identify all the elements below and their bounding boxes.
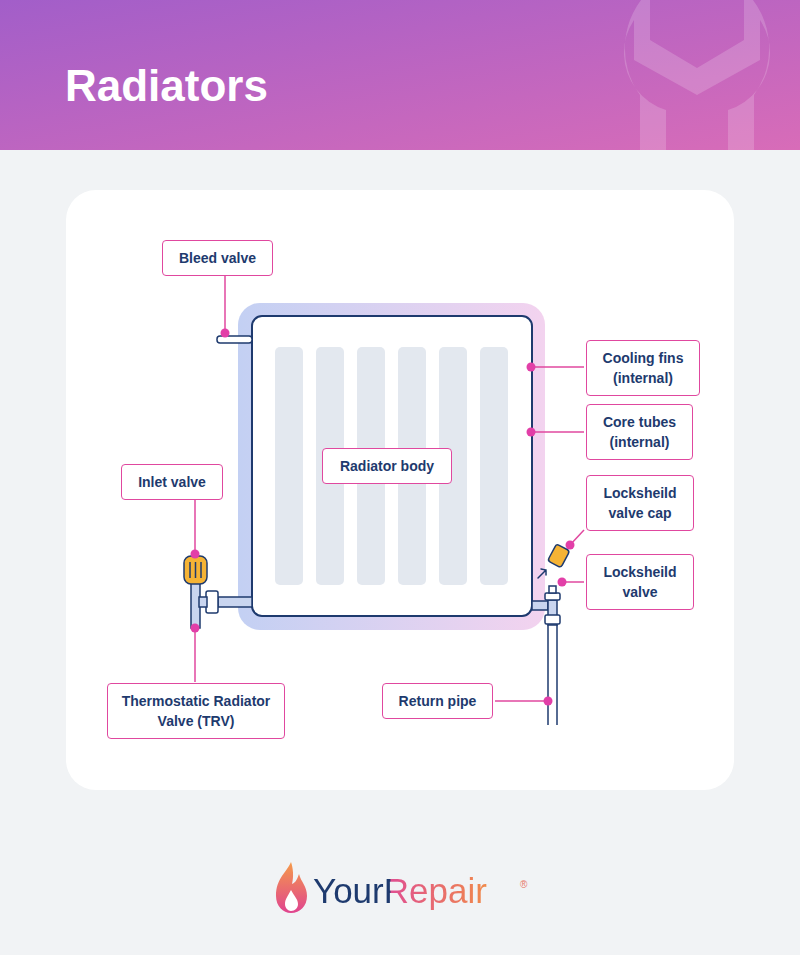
logo-wordmark: YourRepair — [313, 870, 487, 912]
logo-flame — [276, 862, 307, 913]
radiator-halo — [238, 303, 545, 630]
inlet-valve-assembly — [184, 556, 252, 628]
content-card — [66, 190, 734, 790]
page-title: Radiators — [65, 62, 268, 110]
callout-label: Radiator body — [331, 456, 443, 476]
radiator-body — [252, 316, 532, 616]
callout-box: Locksheild valve cap — [586, 475, 694, 532]
logo-flame-core — [285, 890, 298, 911]
callout-label: Cooling fins (internal) — [595, 348, 691, 389]
callout-label: Core tubes (internal) — [595, 412, 684, 453]
callout-box: Return pipe — [382, 683, 493, 719]
callout-label: Return pipe — [391, 691, 484, 711]
callout-box: Bleed valve — [162, 240, 273, 276]
callout-box: Cooling fins (internal) — [586, 340, 700, 397]
core-tubes — [275, 347, 508, 585]
callout-box: Core tubes (internal) — [586, 404, 693, 461]
callout-label: Locksheild valve — [595, 562, 685, 603]
leader-lines — [195, 276, 584, 701]
callout-label: Inlet valve — [130, 472, 214, 492]
callout-box: Locksheild valve — [586, 554, 694, 611]
lockshield-valve-assembly — [532, 544, 570, 725]
callout-box: Radiator body — [322, 448, 452, 484]
bleed-valve — [217, 336, 252, 343]
registered-mark: ® — [520, 879, 527, 890]
callout-box: Thermostatic Radiator Valve (TRV) — [107, 683, 285, 740]
callout-label: Locksheild valve cap — [595, 483, 685, 524]
callout-box: Inlet valve — [121, 464, 223, 500]
wrench-decoration — [624, 0, 770, 150]
callout-label: Thermostatic Radiator Valve (TRV) — [116, 691, 276, 732]
leader-dots — [191, 329, 575, 706]
callout-label: Bleed valve — [171, 248, 264, 268]
